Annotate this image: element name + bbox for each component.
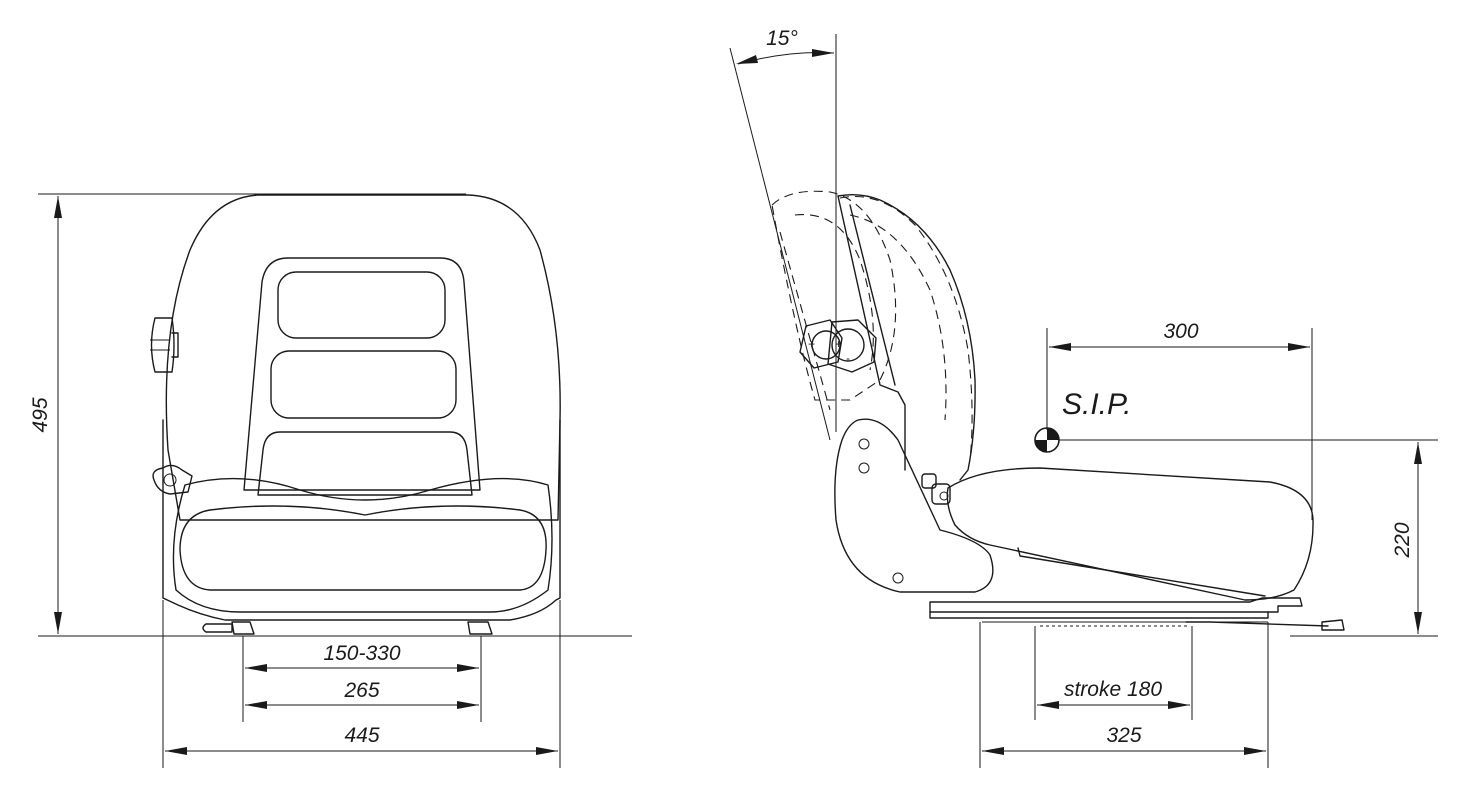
- side-backrest-outline: [837, 193, 976, 481]
- side-base-length-label: 325: [1106, 724, 1141, 747]
- front-backrest-pad-top: [277, 271, 446, 339]
- front-view: 495 150-330 265 445: [29, 193, 632, 768]
- side-recline-knob: + + -: [799, 319, 877, 373]
- side-sip-height-dimension: [1414, 442, 1422, 634]
- side-base-length-dimension: [982, 747, 1266, 755]
- front-side-lever: [152, 464, 193, 495]
- front-width-dimension: [165, 747, 558, 755]
- front-rail-clamp-right: [467, 621, 493, 635]
- side-seat-pan: [929, 597, 1303, 613]
- side-sip-horizontal-label: 300: [1163, 320, 1198, 343]
- front-rail-spacing-label: 265: [343, 679, 379, 702]
- svg-text:+: +: [835, 337, 842, 351]
- front-backrest-pad-middle: [270, 350, 457, 419]
- side-sip-horizontal-dimension: [1049, 343, 1310, 351]
- side-recline-angle-label: 15°: [766, 27, 798, 50]
- side-recline-reference-line: [729, 47, 831, 441]
- front-recline-knob: [150, 317, 179, 373]
- front-rail-clamp-left: [202, 621, 255, 635]
- side-stroke-label: stroke 180: [1064, 678, 1162, 701]
- front-adjust-range-dimension: [245, 664, 479, 672]
- front-backrest-outline: [165, 194, 561, 521]
- front-seat-cushion-pad: [179, 505, 547, 591]
- front-width-label: 445: [344, 724, 379, 747]
- side-slide-handle: [1185, 619, 1345, 631]
- side-backrest-upright: [839, 195, 973, 461]
- front-backrest-pad-bottom: [257, 431, 473, 496]
- front-height-label: 495: [29, 397, 52, 432]
- front-backrest-panel: [243, 257, 481, 491]
- side-view: 15° + + -: [729, 27, 1438, 768]
- side-sip-height-label: 220: [1391, 522, 1414, 558]
- front-height-dimension: [38, 193, 632, 637]
- side-seat-cushion: [946, 467, 1314, 601]
- side-stroke-dimension: [1037, 701, 1190, 709]
- front-base-outline: [162, 419, 561, 621]
- side-sip-marker: [1034, 427, 1060, 453]
- side-bracket: [834, 418, 994, 593]
- side-sip-label: S.I.P.: [1062, 388, 1132, 421]
- svg-text:-: -: [846, 351, 850, 365]
- front-rail-spacing-dimension: [245, 701, 479, 709]
- front-adjust-range-label: 150-330: [323, 642, 400, 665]
- side-backrest-reclined: [771, 190, 897, 401]
- svg-text:+: +: [808, 337, 815, 351]
- front-seat-cushion-outline: [172, 477, 553, 613]
